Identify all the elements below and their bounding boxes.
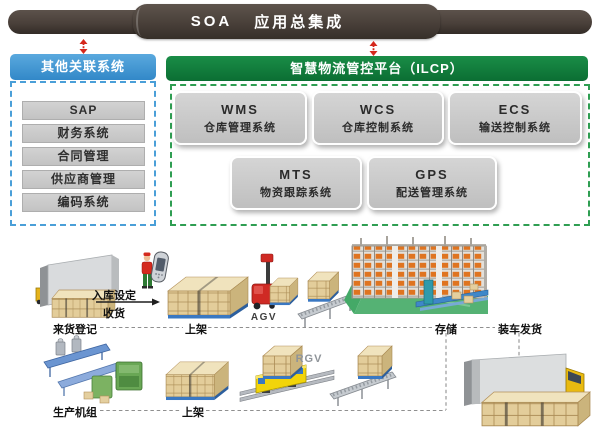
module-card-wms: WMS 仓库管理系统 (173, 91, 307, 145)
module-card-wcs: WCS 仓库控制系统 (312, 91, 444, 145)
production-line-illustration (43, 335, 143, 404)
module-name: 配送管理系统 (396, 186, 468, 199)
platform-box (170, 84, 590, 226)
incoming-truck-illustration (35, 254, 119, 318)
pallet-stack-illustration (167, 276, 249, 319)
soa-title-en: SOA (190, 13, 233, 30)
module-name: 仓库管理系统 (204, 121, 276, 134)
related-system-item-supplier: 供应商管理 (22, 170, 145, 189)
module-name: 物资跟踪系统 (260, 186, 332, 199)
label-receive-goods: 收货 (103, 308, 125, 320)
module-abbr: WCS (359, 101, 397, 117)
module-card-mts: MTS 物资跟踪系统 (230, 156, 362, 210)
label-putaway-bottom: 上架 (182, 407, 204, 419)
label-inbound-setup: 入库设定 (92, 290, 136, 302)
module-abbr: ECS (498, 101, 532, 117)
related-system-item-contract: 合同管理 (22, 147, 145, 166)
red-connector-arrow-icon (79, 39, 88, 54)
related-system-item-sap: SAP (22, 101, 145, 120)
label-receiving: 来货登记 (53, 324, 97, 336)
rgv-shuttle-illustration (239, 345, 335, 402)
module-card-ecs: ECS 输送控制系统 (448, 91, 582, 145)
label-storage: 存储 (435, 324, 457, 336)
conveyor-illustration (329, 345, 397, 406)
flow-dashed-connectors (100, 326, 520, 412)
handheld-scanner-icon (150, 251, 169, 283)
label-agv: AGV (250, 312, 278, 323)
soa-title-bar: SOA 应用总集成 (133, 4, 440, 39)
label-putaway-top: 上架 (185, 324, 207, 336)
inbound-arrow-icon (96, 298, 160, 306)
red-connector-arrow-icon (369, 41, 378, 56)
related-systems-box (10, 81, 156, 226)
module-name: 仓库控制系统 (342, 121, 414, 134)
pallet-stack-illustration (165, 361, 229, 401)
automated-warehouse-illustration (344, 236, 489, 314)
module-abbr: MTS (279, 166, 313, 182)
label-dispatch: 装车发货 (498, 324, 542, 336)
outgoing-truck-illustration (464, 353, 591, 427)
worker-scanner-illustration (141, 251, 169, 289)
related-system-item-coding: 编码系统 (22, 193, 145, 212)
related-systems-header: 其他关联系统 (10, 54, 156, 80)
platform-header: 智慧物流管控平台（ILCP） (166, 56, 588, 81)
module-abbr: WMS (221, 101, 259, 117)
module-name: 输送控制系统 (479, 121, 551, 134)
soa-title-zh: 应用总集成 (254, 14, 345, 31)
module-abbr: GPS (415, 166, 449, 182)
module-card-gps: GPS 配送管理系统 (367, 156, 497, 210)
agv-forklift-illustration (251, 253, 299, 310)
label-production: 生产机组 (53, 407, 97, 419)
label-rgv: RGV (295, 353, 323, 365)
related-system-item-finance: 财务系统 (22, 124, 145, 143)
logistics-flow-illustration (35, 236, 591, 427)
